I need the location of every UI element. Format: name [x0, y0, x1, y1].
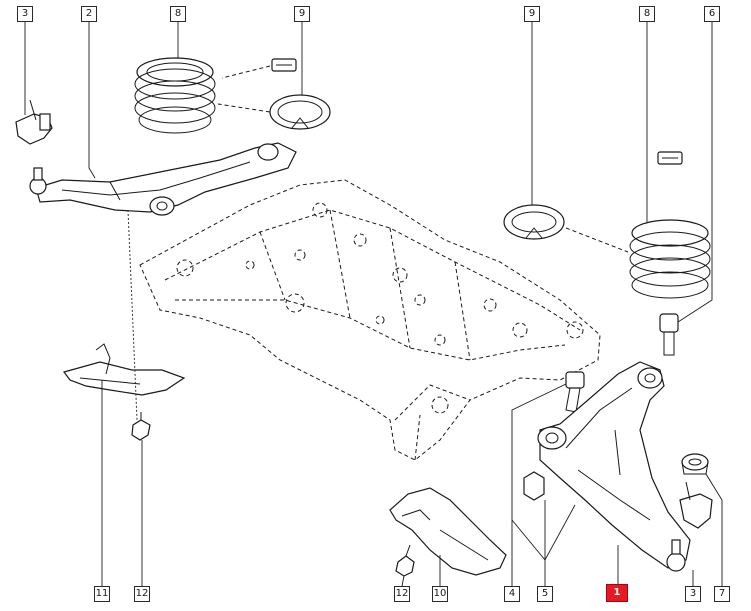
fastener-clip-right [395, 544, 415, 577]
callout-12-left[interactable]: 12 [134, 586, 150, 602]
lower-arm-left [29, 142, 297, 216]
spring-insulator-left [269, 94, 331, 130]
callout-1-selected[interactable]: 1 [606, 584, 628, 602]
spring-insulator-right [503, 204, 565, 240]
bolt-4 [565, 371, 585, 413]
bush-7 [681, 453, 709, 475]
bolt-6 [659, 313, 679, 356]
front-subframe [139, 179, 601, 461]
callout-3-left[interactable]: 3 [17, 6, 33, 22]
callout-8-left[interactable]: 8 [170, 6, 186, 22]
callout-2[interactable]: 2 [81, 6, 97, 22]
spring-pad-right [657, 151, 683, 165]
callout-6[interactable]: 6 [704, 6, 720, 22]
coil-spring-left [134, 57, 216, 134]
callout-8-right[interactable]: 8 [639, 6, 655, 22]
callout-5[interactable]: 5 [537, 586, 553, 602]
callout-12-right[interactable]: 12 [394, 586, 410, 602]
spring-pad-left [271, 58, 297, 72]
ball-joint-protector-right [679, 481, 713, 529]
assembly-line-insulator-right [565, 227, 629, 253]
callout-11[interactable]: 11 [94, 586, 110, 602]
ball-joint-protector-left [15, 99, 53, 145]
callout-10[interactable]: 10 [432, 586, 448, 602]
callout-4[interactable]: 4 [504, 586, 520, 602]
callout-9-right[interactable]: 9 [524, 6, 540, 22]
fastener-clip-left [131, 412, 151, 441]
assembly-line-pad-left [221, 65, 271, 79]
lower-arm-right [537, 361, 691, 572]
coil-spring-right [629, 219, 711, 299]
assembly-line-insulator-left [217, 103, 271, 113]
leader-lines [24, 20, 723, 587]
underbody-shield-left [62, 343, 186, 396]
nut-5 [523, 471, 545, 501]
assembly-line-arm-to-clip [127, 209, 138, 421]
underbody-shield-right [389, 487, 507, 576]
callout-9-left[interactable]: 9 [294, 6, 310, 22]
callout-7[interactable]: 7 [714, 586, 730, 602]
callout-3-right[interactable]: 3 [685, 586, 701, 602]
